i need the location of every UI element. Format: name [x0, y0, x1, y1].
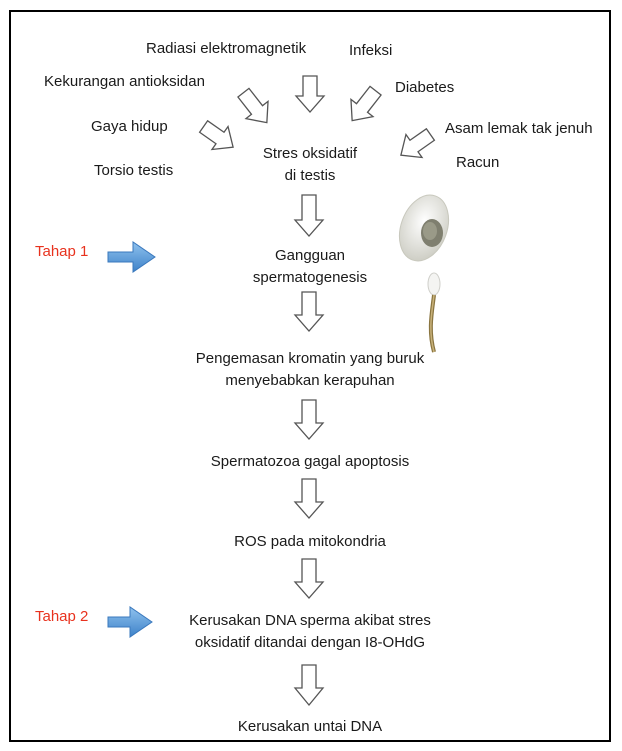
step-oxidative-stress-line2: di testis: [284, 167, 336, 184]
arrow-down-radiation: [294, 75, 326, 113]
stage1-label: Tahap 1: [35, 243, 89, 260]
stage2-label: Tahap 2: [35, 608, 89, 625]
factor-testicular-torsion: Torsio testis: [94, 162, 174, 179]
arrow-diag-antioxidant: [237, 87, 269, 124]
sperm-illustration: [398, 194, 450, 353]
arrow-diag-lifestyle: [198, 119, 234, 151]
diagram-frame: [9, 10, 611, 742]
step-chromatin-line1: Pengemasan kromatin yang buruk: [195, 350, 425, 367]
stage1-arrow: [107, 241, 156, 273]
factor-radiation: Radiasi elektromagnetik: [146, 40, 307, 57]
factor-unsaturated-fatty-acids: Asam lemak tak jenuh: [445, 120, 593, 137]
arrow-down-1: [293, 194, 325, 237]
step-dna-damage-line1: Kerusakan DNA sperma akibat stres: [189, 612, 431, 629]
arrow-down-4: [293, 478, 325, 519]
factor-antioxidant-deficiency: Kekurangan antioksidan: [44, 73, 205, 90]
arrow-down-2: [293, 291, 325, 332]
arrow-diag-diabetes: [350, 85, 382, 122]
factor-lifestyle: Gaya hidup: [91, 118, 168, 135]
arrow-down-5: [293, 558, 325, 599]
step-oxidative-stress-line1: Stres oksidatif: [262, 145, 358, 162]
step-mitochondrial-ros: ROS pada mitokondria: [234, 533, 386, 550]
step-apoptosis-failure: Spermatozoa gagal apoptosis: [210, 453, 410, 470]
arrow-down-3: [293, 399, 325, 440]
factor-toxin: Racun: [456, 154, 500, 171]
step-spermatogenesis-line1: Gangguan: [274, 247, 346, 264]
factor-infection: Infeksi: [349, 42, 393, 59]
arrow-diag-fatty-acids: [400, 127, 436, 159]
arrow-down-6: [293, 664, 325, 707]
step-dna-damage-line2: oksidatif ditandai dengan I8-OHdG: [194, 634, 426, 651]
factor-diabetes: Diabetes: [395, 79, 455, 96]
step-dna-strand-damage: Kerusakan untai DNA: [237, 718, 383, 735]
step-spermatogenesis-line2: spermatogenesis: [252, 269, 368, 286]
stage2-arrow: [107, 606, 153, 638]
step-chromatin-line2: menyebabkan kerapuhan: [225, 372, 395, 389]
